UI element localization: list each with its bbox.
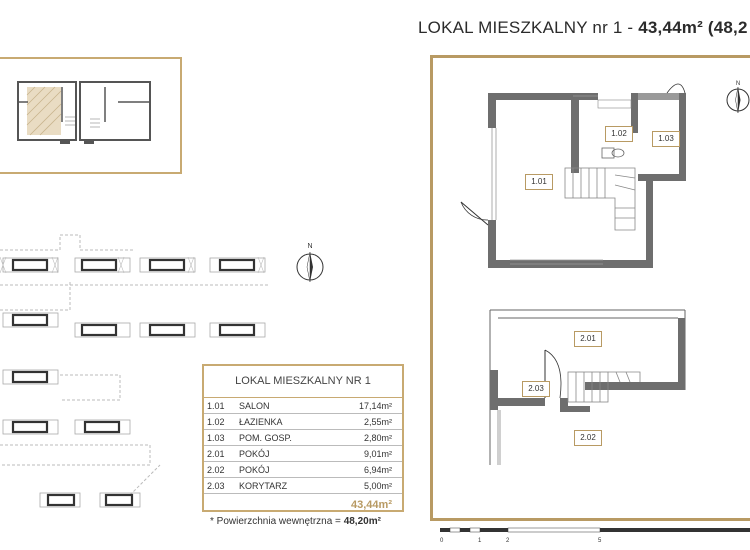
site-compass: N — [296, 243, 324, 283]
room-name: POKÓJ — [236, 461, 330, 478]
upper-floor-plan — [489, 309, 686, 465]
room-number: 1.03 — [204, 429, 236, 446]
scale-label-1: 1 — [478, 538, 482, 544]
scale-label-0: 0 — [440, 538, 444, 544]
legend-total: 43,44m² — [351, 499, 392, 511]
footnote: * Powierzchnia wewnętrzna = 48,20m² — [210, 516, 381, 527]
compass-north-label: N — [736, 81, 740, 87]
plan-compass: N — [726, 81, 750, 114]
footnote-text: * Powierzchnia wewnętrzna = — [210, 516, 344, 527]
room-number: 2.02 — [204, 461, 236, 478]
room-name: ŁAZIENKA — [236, 413, 330, 430]
scale-label-5: 5 — [598, 538, 602, 544]
room-label-1-02: 1.02 — [605, 126, 633, 142]
room-area: 9,01m² — [329, 445, 402, 462]
room-number: 1.01 — [204, 398, 236, 414]
room-area: 2,55m² — [329, 413, 402, 430]
room-label-1-01: 1.01 — [525, 174, 553, 190]
scale-bar: 0 1 2 5 — [440, 527, 750, 544]
floor-plan-frame — [430, 55, 750, 521]
room-number: 1.02 — [204, 413, 236, 430]
room-label-1-03: 1.03 — [652, 131, 680, 147]
room-number: 2.03 — [204, 477, 236, 494]
room-name: SALON — [236, 398, 330, 414]
room-name: POM. GOSP. — [236, 429, 330, 446]
room-area: 6,94m² — [329, 461, 402, 478]
room-name: KORYTARZ — [236, 477, 330, 494]
room-area: 2,80m² — [329, 429, 402, 446]
page-title: LOKAL MIESZKALNY nr 1 - 43,44m² (48,2 — [418, 18, 748, 38]
legend-header: LOKAL MIESZKALNY NR 1 — [204, 366, 402, 398]
scale-label-2: 2 — [506, 538, 510, 544]
ground-floor-plan — [460, 83, 686, 268]
key-plan-frame — [0, 57, 182, 174]
room-label-2-02: 2.02 — [574, 430, 602, 446]
key-plan-highlight — [27, 87, 61, 135]
room-area: 5,00m² — [329, 477, 402, 494]
key-plan-drawing — [17, 81, 151, 144]
room-area: 17,14m² — [329, 398, 402, 414]
footnote-value: 48,20m² — [343, 516, 381, 527]
title-prefix: LOKAL MIESZKALNY nr 1 - — [418, 18, 639, 37]
site-plan — [0, 234, 270, 508]
compass-north-label: N — [307, 243, 312, 250]
title-area: 43,44m² (48,2 — [638, 18, 748, 37]
room-label-2-03: 2.03 — [522, 381, 550, 397]
room-label-2-01: 2.01 — [574, 331, 602, 347]
room-number: 2.01 — [204, 445, 236, 462]
room-name: POKÓJ — [236, 445, 330, 462]
